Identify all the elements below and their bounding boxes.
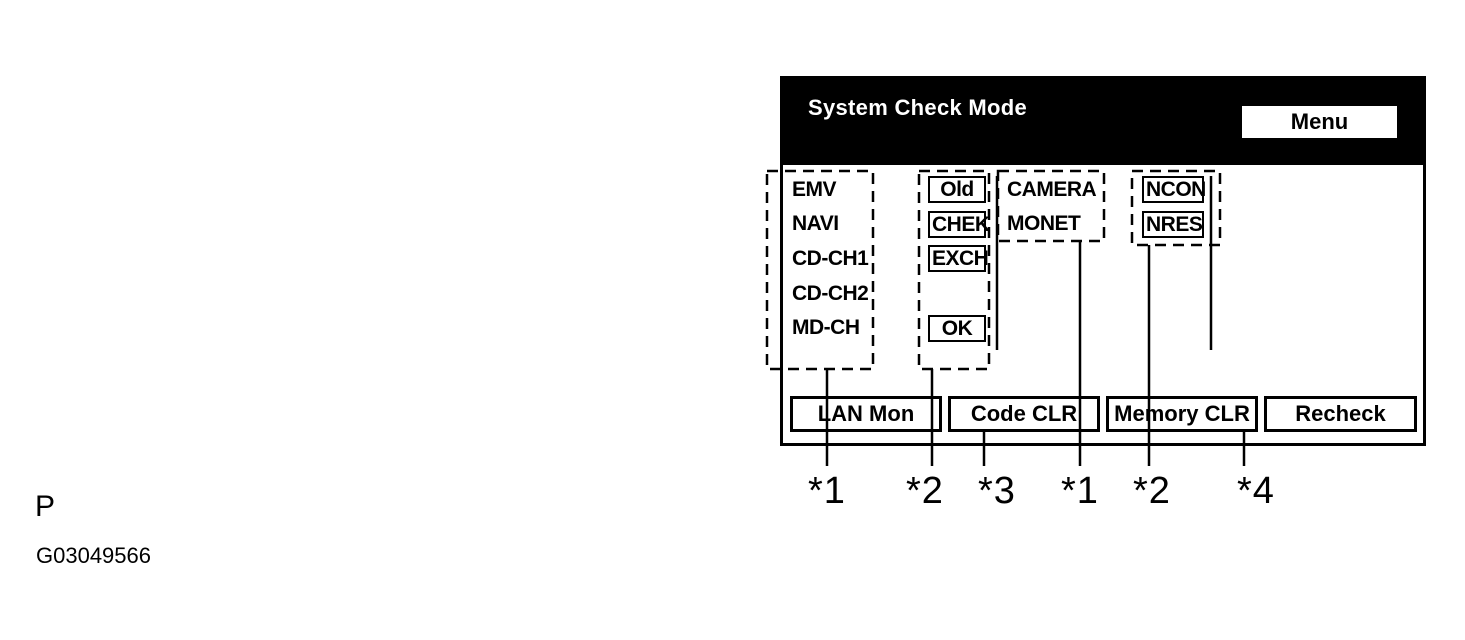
device-monet: MONET	[1007, 212, 1081, 235]
code-clr-button[interactable]: Code CLR	[948, 396, 1100, 432]
status-ncon[interactable]: NCON	[1142, 176, 1206, 203]
status-chek[interactable]: CHEK	[928, 211, 990, 238]
callout-1b: *1	[1061, 470, 1099, 512]
menu-button[interactable]: Menu	[1242, 106, 1397, 138]
lan-mon-button[interactable]: LAN Mon	[790, 396, 942, 432]
device-camera: CAMERA	[1007, 178, 1097, 201]
callout-2b: *2	[1133, 470, 1171, 512]
figure-id: G03049566	[36, 543, 151, 568]
device-cd-ch1: CD-CH1	[792, 247, 869, 270]
status-old[interactable]: Old	[928, 176, 986, 203]
group-box-2	[917, 169, 991, 371]
page-letter: P	[35, 490, 56, 523]
status-nres[interactable]: NRES	[1142, 211, 1204, 238]
status-exch[interactable]: EXCH	[928, 245, 989, 272]
memory-clr-button[interactable]: Memory CLR	[1106, 396, 1258, 432]
callout-1a: *1	[808, 470, 846, 512]
status-ok[interactable]: OK	[928, 315, 986, 342]
callout-4: *4	[1237, 470, 1275, 512]
screen-title: System Check Mode	[808, 95, 1028, 120]
group-box-1	[765, 169, 875, 371]
device-cd-ch2: CD-CH2	[792, 282, 869, 305]
callout-3: *3	[978, 470, 1016, 512]
callout-2a: *2	[906, 470, 944, 512]
recheck-button[interactable]: Recheck	[1264, 396, 1417, 432]
device-md-ch: MD-CH	[792, 316, 860, 339]
group-box-4	[1130, 169, 1222, 247]
device-navi: NAVI	[792, 212, 839, 235]
device-emv: EMV	[792, 178, 837, 201]
group-box-3	[996, 169, 1106, 243]
